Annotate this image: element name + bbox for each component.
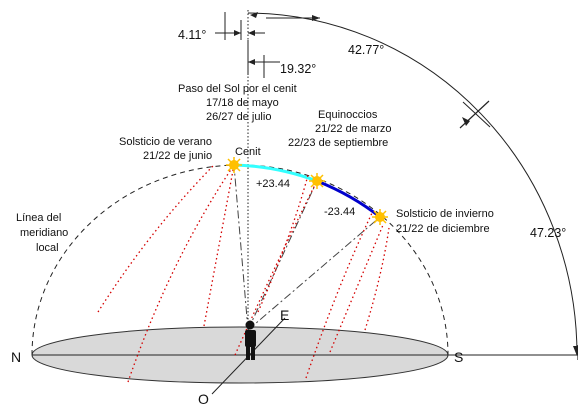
diurnal-path: [97, 164, 215, 313]
winter-normal-line: [459, 100, 490, 129]
angle-label-right: 42.77°: [348, 43, 384, 57]
sun-icon: [309, 173, 325, 189]
winter-solstice-line2: 21/22 de diciembre: [396, 223, 490, 235]
arrowhead: [573, 346, 578, 356]
arrowhead: [312, 15, 320, 21]
summer-to-equinox-arc: [233, 163, 318, 183]
diurnal-path: [329, 224, 384, 353]
equinox-line1: Equinoccios: [318, 109, 378, 121]
declination-minus: -23.44: [324, 206, 355, 218]
observer-figure: [245, 320, 256, 360]
east-label: E: [280, 307, 289, 323]
south-label: S: [454, 349, 463, 365]
ray-summer: [233, 164, 249, 331]
diurnal-path: [364, 227, 390, 331]
diurnal-path: [305, 212, 373, 379]
cenit-label: Cenit: [235, 146, 261, 158]
winter-tangent-line: [462, 101, 491, 128]
meridian-line1: Línea del: [16, 212, 61, 224]
angle-label-side: 47.23°: [530, 226, 566, 240]
west-label: O: [198, 391, 209, 407]
celestial-dome: [31, 164, 449, 356]
equinox-line2: 21/22 de marzo: [315, 123, 391, 135]
arrowhead: [248, 59, 255, 65]
declination-plus: +23.44: [256, 178, 290, 190]
equinox-to-winter-arc: [316, 179, 381, 219]
arrowhead: [462, 117, 470, 126]
arrowhead: [250, 12, 258, 18]
zenith-pass-line3: 26/27 de julio: [206, 111, 271, 123]
sun-icon: [226, 157, 242, 173]
summer-solstice-line2: 21/22 de junio: [143, 150, 212, 162]
arrowhead: [248, 30, 255, 36]
meridian-line3: local: [36, 242, 59, 254]
dimension-arc: [247, 12, 578, 356]
diurnal-path: [257, 174, 309, 313]
diurnal-path: [203, 164, 235, 327]
zenith-pass-line1: Paso del Sol por el cenit: [178, 83, 297, 95]
winter-solstice-line1: Solsticio de invierno: [396, 208, 494, 220]
ray-winter: [247, 216, 381, 331]
angle-label-mid: 19.32°: [280, 62, 316, 76]
meridian-line2: meridiano: [20, 227, 68, 239]
ray-equinox: [247, 180, 318, 331]
north-label: N: [11, 349, 21, 365]
arrowhead: [234, 30, 241, 36]
summer-solstice-line1: Solsticio de verano: [119, 136, 212, 148]
equinox-line3: 22/23 de septiembre: [288, 137, 388, 149]
sun-icon: [372, 209, 388, 225]
zenith-pass-line2: 17/18 de mayo: [206, 97, 279, 109]
angle-label-top: 4.11°: [178, 28, 206, 42]
diurnal-path: [127, 164, 235, 383]
